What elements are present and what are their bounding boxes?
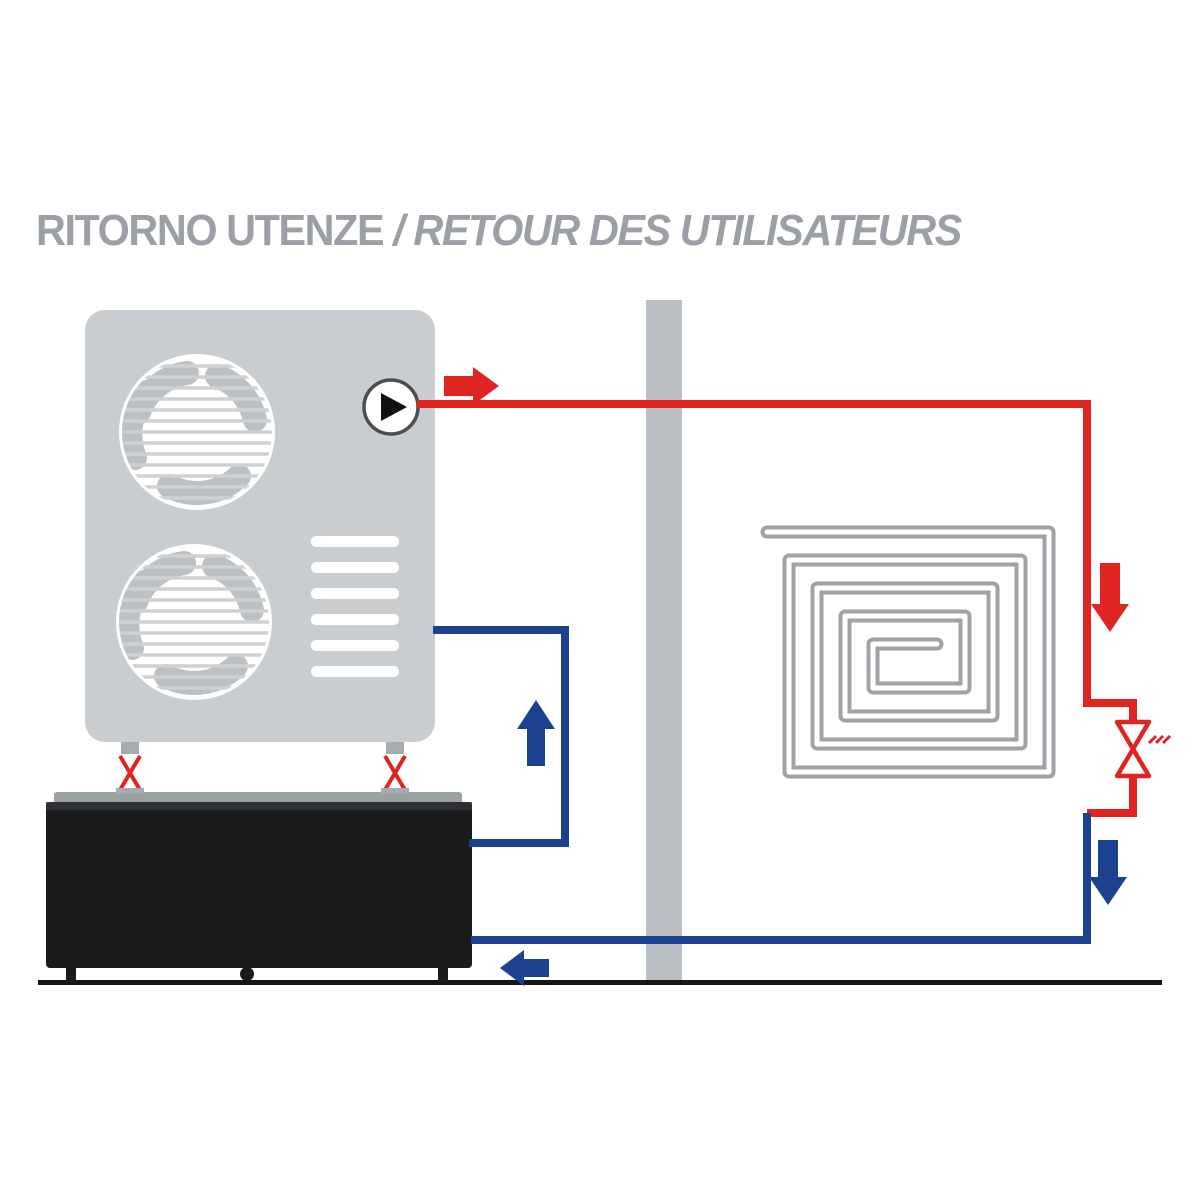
return-pipe-blue xyxy=(433,626,1091,944)
tank-highlight xyxy=(46,802,472,810)
tank-leg-left xyxy=(66,965,76,982)
mount-foot-left xyxy=(116,742,144,794)
vent-slats xyxy=(311,536,399,677)
title-italian: RITORNO UTENZE xyxy=(36,206,385,255)
return-arrow-up-icon xyxy=(517,700,555,766)
floor-coil-icon xyxy=(760,525,1056,779)
unit-body xyxy=(85,310,435,742)
buffer-tank xyxy=(46,792,472,982)
tank-leg-right xyxy=(438,965,448,982)
title-french: RETOUR DES UTILISATEURS xyxy=(413,206,962,255)
supply-arrow-down-icon xyxy=(1091,563,1129,632)
title-separator: / xyxy=(383,206,414,255)
valve-actuator-marks xyxy=(1147,734,1172,745)
valve-icon xyxy=(1114,719,1172,779)
ground-line xyxy=(38,980,1162,985)
supply-pipe-red xyxy=(417,400,1137,817)
mount-foot-right xyxy=(381,742,409,794)
return-arrow-down-icon xyxy=(1089,840,1127,905)
return-arrow-left-icon xyxy=(500,950,549,986)
tank-caster xyxy=(240,967,254,981)
heat-pump-unit xyxy=(85,310,435,742)
pump-icon xyxy=(362,378,420,436)
wall xyxy=(646,300,682,980)
supply-arrow-right-icon xyxy=(444,367,499,405)
tank-body xyxy=(46,802,472,968)
diagram-title: RITORNO UTENZE / RETOUR DES UTILISATEURS xyxy=(36,206,962,256)
